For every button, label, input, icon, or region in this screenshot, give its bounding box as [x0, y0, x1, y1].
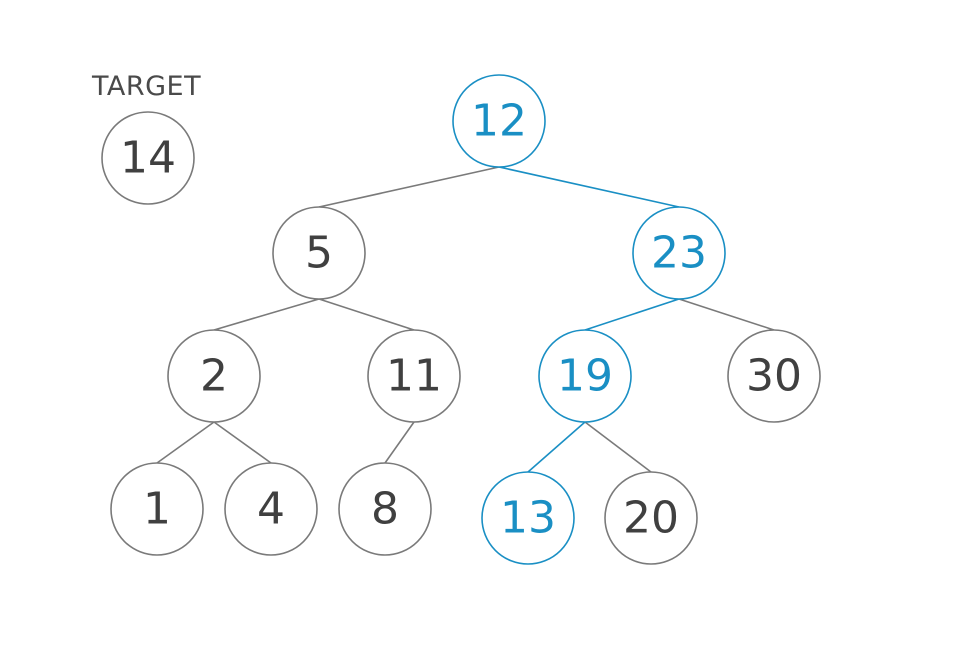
- tree-node-4: 4: [224, 462, 318, 556]
- edge-2-4: [213, 421, 272, 464]
- node-circle: [452, 74, 546, 168]
- node-value: 19: [557, 351, 613, 402]
- node-value: 5: [305, 228, 333, 279]
- target-label: TARGET: [91, 71, 201, 102]
- edge-19-20: [584, 421, 652, 473]
- tree-node-1: 1: [110, 462, 204, 556]
- edge-11-8: [384, 421, 415, 464]
- node-value: 30: [746, 351, 802, 402]
- node-value: 2: [200, 351, 228, 402]
- tree-node-11: 11: [367, 329, 461, 423]
- tree-node-19: 19: [538, 329, 632, 423]
- node-circle: [167, 329, 261, 423]
- edge-12-23: [498, 166, 680, 208]
- edges-layer: [156, 166, 775, 473]
- node-circle: [604, 471, 698, 565]
- node-circle: [338, 462, 432, 556]
- node-circle: [538, 329, 632, 423]
- node-value: 4: [257, 484, 285, 535]
- target-value: 14: [120, 133, 176, 184]
- node-value: 1: [143, 484, 171, 535]
- tree-node-23: 23: [632, 206, 726, 300]
- tree-node-8: 8: [338, 462, 432, 556]
- node-circle: [272, 206, 366, 300]
- target-group: TARGET 14: [91, 71, 201, 205]
- node-circle: [632, 206, 726, 300]
- edge-23-30: [678, 298, 775, 331]
- edge-2-1: [156, 421, 215, 464]
- tree-node-5: 5: [272, 206, 366, 300]
- tree-node-2: 2: [167, 329, 261, 423]
- node-value: 20: [623, 493, 679, 544]
- node-value: 12: [471, 96, 527, 147]
- tree-node-30: 30: [727, 329, 821, 423]
- node-value: 23: [651, 228, 707, 279]
- edge-5-11: [318, 298, 415, 331]
- node-value: 11: [386, 351, 442, 402]
- edge-12-5: [318, 166, 500, 208]
- node-value: 13: [500, 493, 556, 544]
- edge-23-19: [584, 298, 680, 331]
- node-circle: [110, 462, 204, 556]
- node-value: 8: [371, 484, 399, 535]
- tree-node-13: 13: [481, 471, 575, 565]
- node-circle: [481, 471, 575, 565]
- tree-node-12: 12: [452, 74, 546, 168]
- edge-19-13: [527, 421, 586, 473]
- edge-5-2: [213, 298, 320, 331]
- node-circle: [727, 329, 821, 423]
- node-circle: [367, 329, 461, 423]
- tree-node-20: 20: [604, 471, 698, 565]
- node-circle: [224, 462, 318, 556]
- target-node-circle: [101, 111, 195, 205]
